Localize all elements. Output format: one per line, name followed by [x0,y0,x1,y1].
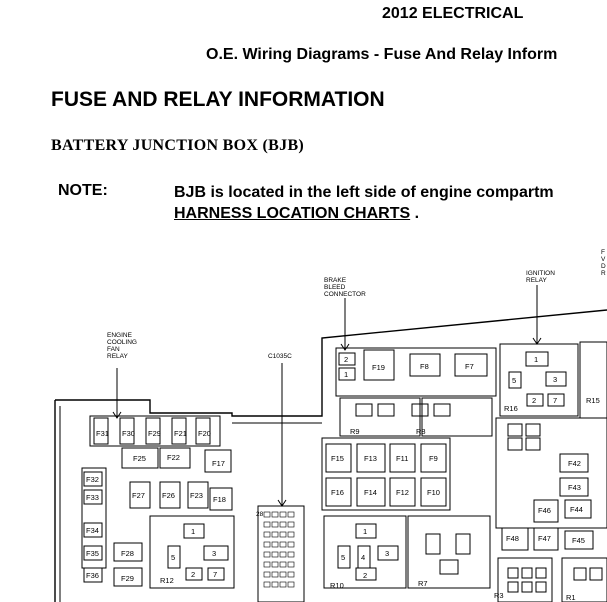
fuse-f25: F25 [133,454,146,463]
pin-3-ignition: 3 [553,375,557,384]
pin-5-ignition: 5 [512,376,516,385]
section-subtitle: BATTERY JUNCTION BOX (BJB) [51,137,305,154]
pin-2-brake: 2 [344,355,348,364]
engine-cooling-callout-1: ENGINE [107,332,133,339]
right-edge-callout-3: D [601,263,606,270]
relay-r9: R9 [350,427,360,436]
fuse-f27: F27 [132,491,145,500]
fuse-f46: F46 [538,506,551,515]
connector-pin-28: 28 [256,511,264,518]
brake-bleed-callout-1: BRAKE [324,277,347,284]
fuse-f45: F45 [572,536,585,545]
brake-bleed-callout-3: CONNECTOR [324,291,366,298]
pin-2-r10: 2 [363,571,367,580]
relay-r8: R8 [416,427,426,436]
battery-junction-box-diagram: BRAKE BLEED CONNECTOR IGNITION RELAY ENG… [54,249,607,602]
fuse-f42: F42 [568,459,581,468]
engine-cooling-callout-3: FAN [107,346,120,353]
fuse-f20: F20 [198,429,211,438]
pin-7-ignition: 7 [553,396,557,405]
fuse-f32: F32 [86,475,99,484]
pin-1-brake: 1 [344,370,348,379]
ignition-relay-callout-1: IGNITION [526,270,555,277]
relay-r16: R16 [504,404,518,413]
fuse-f18: F18 [213,495,226,504]
note-suffix: . [410,205,420,222]
note-text: BJB is located in the left side of engin… [174,182,554,224]
fuse-f7: F7 [465,362,474,371]
fuse-f11: F11 [396,454,408,463]
fuse-f12: F12 [396,488,409,497]
right-edge-callout-2: V [601,256,606,263]
fuse-f16: F16 [331,488,344,497]
pin-5-r12: 5 [171,553,175,562]
document-year-title: 2012 ELECTRICAL [382,5,524,22]
relay-r12: R12 [160,576,174,585]
section-title: FUSE AND RELAY INFORMATION [51,88,385,111]
fuse-f21: F21 [174,429,187,438]
fuse-f43: F43 [568,483,581,492]
c1035c-callout: C1035C [268,353,292,360]
fuse-f36: F36 [86,571,99,580]
fuse-f13: F13 [364,454,377,463]
right-edge-callout-1: F [601,249,605,256]
pin-7-r12: 7 [213,570,217,579]
pin-4-r10: 4 [361,553,365,562]
pin-1-ignition: 1 [534,355,538,364]
fuse-f22: F22 [167,453,180,462]
note-label: NOTE: [58,182,108,199]
relay-r1: R1 [566,593,576,602]
pin-2-ignition: 2 [532,396,536,405]
right-edge-callout-4: R [601,270,606,277]
pin-3-r10: 3 [385,549,389,558]
fuse-f31: F31 [96,429,109,438]
document-subtitle: O.E. Wiring Diagrams - Fuse And Relay In… [206,46,558,63]
fuse-f48: F48 [506,534,519,543]
fuse-f30: F30 [122,429,135,438]
fuse-f8: F8 [420,362,429,371]
fuse-f29: F29 [148,429,161,438]
fuse-f10: F10 [427,488,440,497]
fuse-f23: F23 [190,491,203,500]
engine-cooling-callout-2: COOLING [107,339,137,346]
harness-location-charts-link[interactable]: HARNESS LOCATION CHARTS [174,205,411,222]
fuse-f15: F15 [331,454,344,463]
fuse-f34: F34 [86,526,99,535]
relay-r3: R3 [494,591,504,600]
brake-bleed-callout-2: BLEED [324,284,346,291]
fuse-f17: F17 [212,459,225,468]
pin-1-r10: 1 [363,527,367,536]
pin-2-r12: 2 [191,570,195,579]
fuse-f14: F14 [364,488,377,497]
fuse-f28: F28 [121,549,134,558]
relay-r15: R15 [586,396,600,405]
engine-cooling-callout-4: RELAY [107,353,128,360]
fuse-f29-lower: F29 [121,574,134,583]
fuse-f35: F35 [86,549,99,558]
ignition-relay-callout-2: RELAY [526,277,547,284]
fuse-f19: F19 [372,363,385,372]
fuse-f26: F26 [162,491,175,500]
fuse-f44: F44 [570,505,583,514]
fuse-f33: F33 [86,493,99,502]
relay-r7: R7 [418,579,428,588]
fuse-f47: F47 [538,534,551,543]
bjb-housing-outline [54,309,607,602]
relay-r10: R10 [330,581,344,590]
fuse-f9: F9 [429,454,438,463]
pin-3-r12: 3 [212,549,216,558]
pin-5-r10: 5 [341,553,345,562]
pin-1-r12: 1 [191,527,195,536]
note-body: BJB is located in the left side of engin… [174,184,554,201]
